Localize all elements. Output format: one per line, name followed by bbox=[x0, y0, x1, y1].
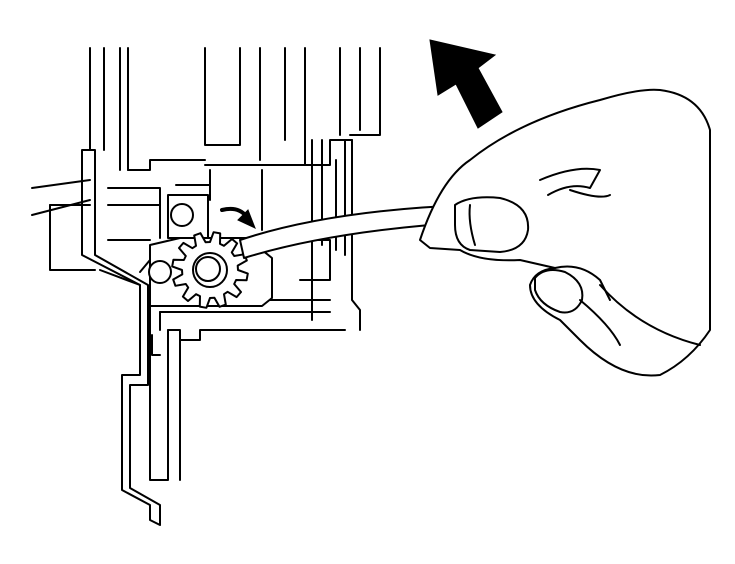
gear-hub-bore bbox=[195, 256, 221, 282]
direction-arrow bbox=[429, 39, 503, 129]
bolt-head-left bbox=[148, 260, 172, 284]
bolt-boss bbox=[167, 169, 211, 239]
hand bbox=[419, 88, 711, 377]
finger-tip bbox=[534, 269, 584, 314]
left-bracket bbox=[31, 149, 346, 526]
sprocket-gear bbox=[171, 231, 249, 309]
rotation-arrow bbox=[220, 206, 256, 229]
bolt-head-top bbox=[170, 203, 194, 227]
thumb bbox=[454, 196, 530, 253]
